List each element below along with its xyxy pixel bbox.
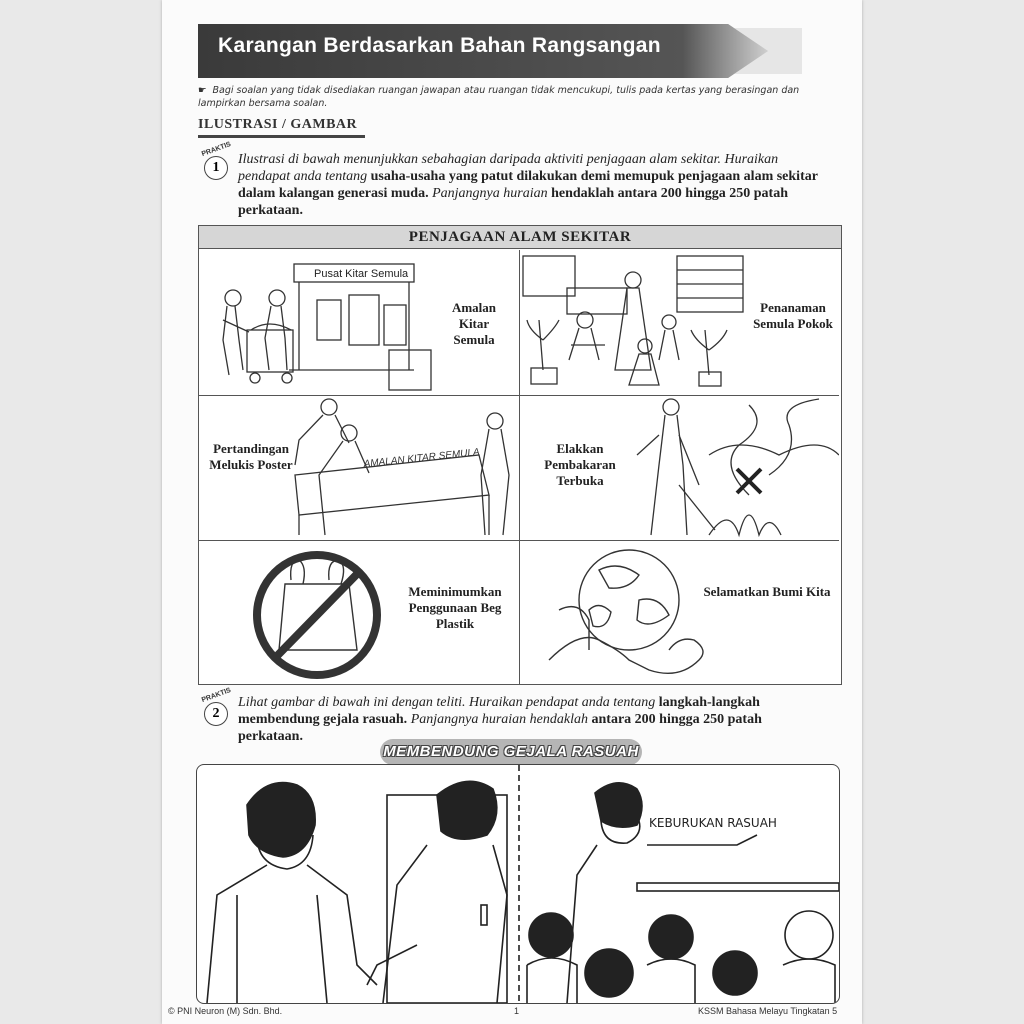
instruction-note: ☛Bagi soalan yang tidak disediakan ruang… bbox=[198, 84, 838, 110]
workbook-page: Karangan Berdasarkan Bahan Rangsangan ☛B… bbox=[162, 0, 862, 1024]
panel-open-burning: Elakkan Pembakaran Terbuka bbox=[519, 395, 839, 541]
praktis-1-marker: PRAKTIS 1 bbox=[200, 141, 232, 182]
question-1-text: Ilustrasi di bawah menunjukkan sebahagia… bbox=[238, 151, 828, 219]
illustration-title: PENJAGAAN ALAM SEKITAR bbox=[199, 226, 841, 249]
panel-label: Selamatkan Bumi Kita bbox=[703, 584, 831, 599]
pointing-hand-icon: ☛ bbox=[198, 85, 207, 96]
replanting-scene-illustration bbox=[522, 255, 744, 387]
recycling-scene-illustration: Pusat Kitar Semula bbox=[222, 263, 432, 391]
copyright-footer: © PNI Neuron (M) Sdn. Bhd. bbox=[168, 1006, 283, 1016]
panel-plastic-bag: Meminimumkan Penggunaan Beg Plastik bbox=[199, 540, 520, 684]
book-title-footer: KSSM Bahasa Melayu Tingkatan 5 bbox=[698, 1006, 838, 1016]
chapter-title: Karangan Berdasarkan Bahan Rangsangan bbox=[218, 34, 661, 57]
board-text: KEBURUKAN RASUAH bbox=[649, 816, 777, 830]
comic-panel: KEBURUKAN RASUAH bbox=[196, 764, 840, 1004]
instruction-text: Bagi soalan yang tidak disediakan ruanga… bbox=[198, 85, 800, 109]
poster-scene-illustration: AMALAN KITAR SEMULA bbox=[294, 398, 510, 536]
comic-title: MEMBENDUNG GEJALA RASUAH bbox=[380, 739, 642, 765]
corruption-comic-illustration: KEBURUKAN RASUAH bbox=[206, 765, 839, 1003]
chapter-banner: Karangan Berdasarkan Bahan Rangsangan bbox=[198, 22, 802, 80]
panel-recycling: Pusat Kitar Semula Amalan Kitar Semula bbox=[199, 250, 520, 396]
no-plastic-bag-illustration bbox=[253, 551, 381, 679]
banner-arrow-shape bbox=[198, 24, 802, 78]
globe-in-hands-illustration bbox=[548, 549, 704, 674]
question-2-italic-a: Lihat gambar di bawah ini dengan teliti.… bbox=[238, 695, 656, 710]
question-2-bold-b: antara 200 hingga 250 patah perkataan. bbox=[238, 712, 762, 744]
panel-save-earth: Selamatkan Bumi Kita bbox=[519, 540, 839, 684]
praktis-number: 2 bbox=[204, 702, 228, 726]
panel-label: Amalan Kitar Semula bbox=[451, 300, 497, 347]
question-1-bold-b: hendaklah antara 200 hingga 250 patah pe… bbox=[238, 186, 788, 218]
question-2-italic-b: Panjangnya huraian hendaklah bbox=[410, 712, 588, 727]
illustration-grid: PENJAGAAN ALAM SEKITAR bbox=[198, 225, 842, 685]
question-1-italic-a: Ilustrasi di bawah menunjukkan sebahagia… bbox=[238, 152, 779, 184]
burning-scene-illustration bbox=[636, 398, 839, 538]
panel-replanting: Penanaman Semula Pokok bbox=[519, 250, 839, 396]
page-number: 1 bbox=[514, 1006, 520, 1016]
question-2-text: Lihat gambar di bawah ini dengan teliti.… bbox=[238, 694, 828, 745]
panel-label: Elakkan Pembakaran Terbuka bbox=[544, 441, 616, 488]
question-1-bold-a: usaha-usaha yang patut dilakukan demi me… bbox=[238, 169, 818, 201]
question-2-bold-a: langkah-langkah membendung gejala rasuah… bbox=[238, 695, 760, 727]
question-1-italic-b: Panjangnya huraian bbox=[432, 186, 548, 201]
poster-text: AMALAN KITAR SEMULA bbox=[362, 447, 480, 470]
panel-label: Penanaman Semula Pokok bbox=[753, 300, 833, 331]
section-heading: ILUSTRASI / GAMBAR bbox=[198, 117, 366, 138]
panel-label: Meminimumkan Penggunaan Beg Plastik bbox=[408, 584, 502, 631]
praktis-number: 1 bbox=[204, 156, 228, 180]
panel-poster-competition: AMALAN KITAR SEMULA Pertandingan Melukis… bbox=[199, 395, 520, 541]
recycle-center-sign: Pusat Kitar Semula bbox=[314, 268, 409, 280]
praktis-2-marker: PRAKTIS 2 bbox=[200, 687, 232, 728]
panel-label: Pertandingan Melukis Poster bbox=[209, 441, 293, 472]
